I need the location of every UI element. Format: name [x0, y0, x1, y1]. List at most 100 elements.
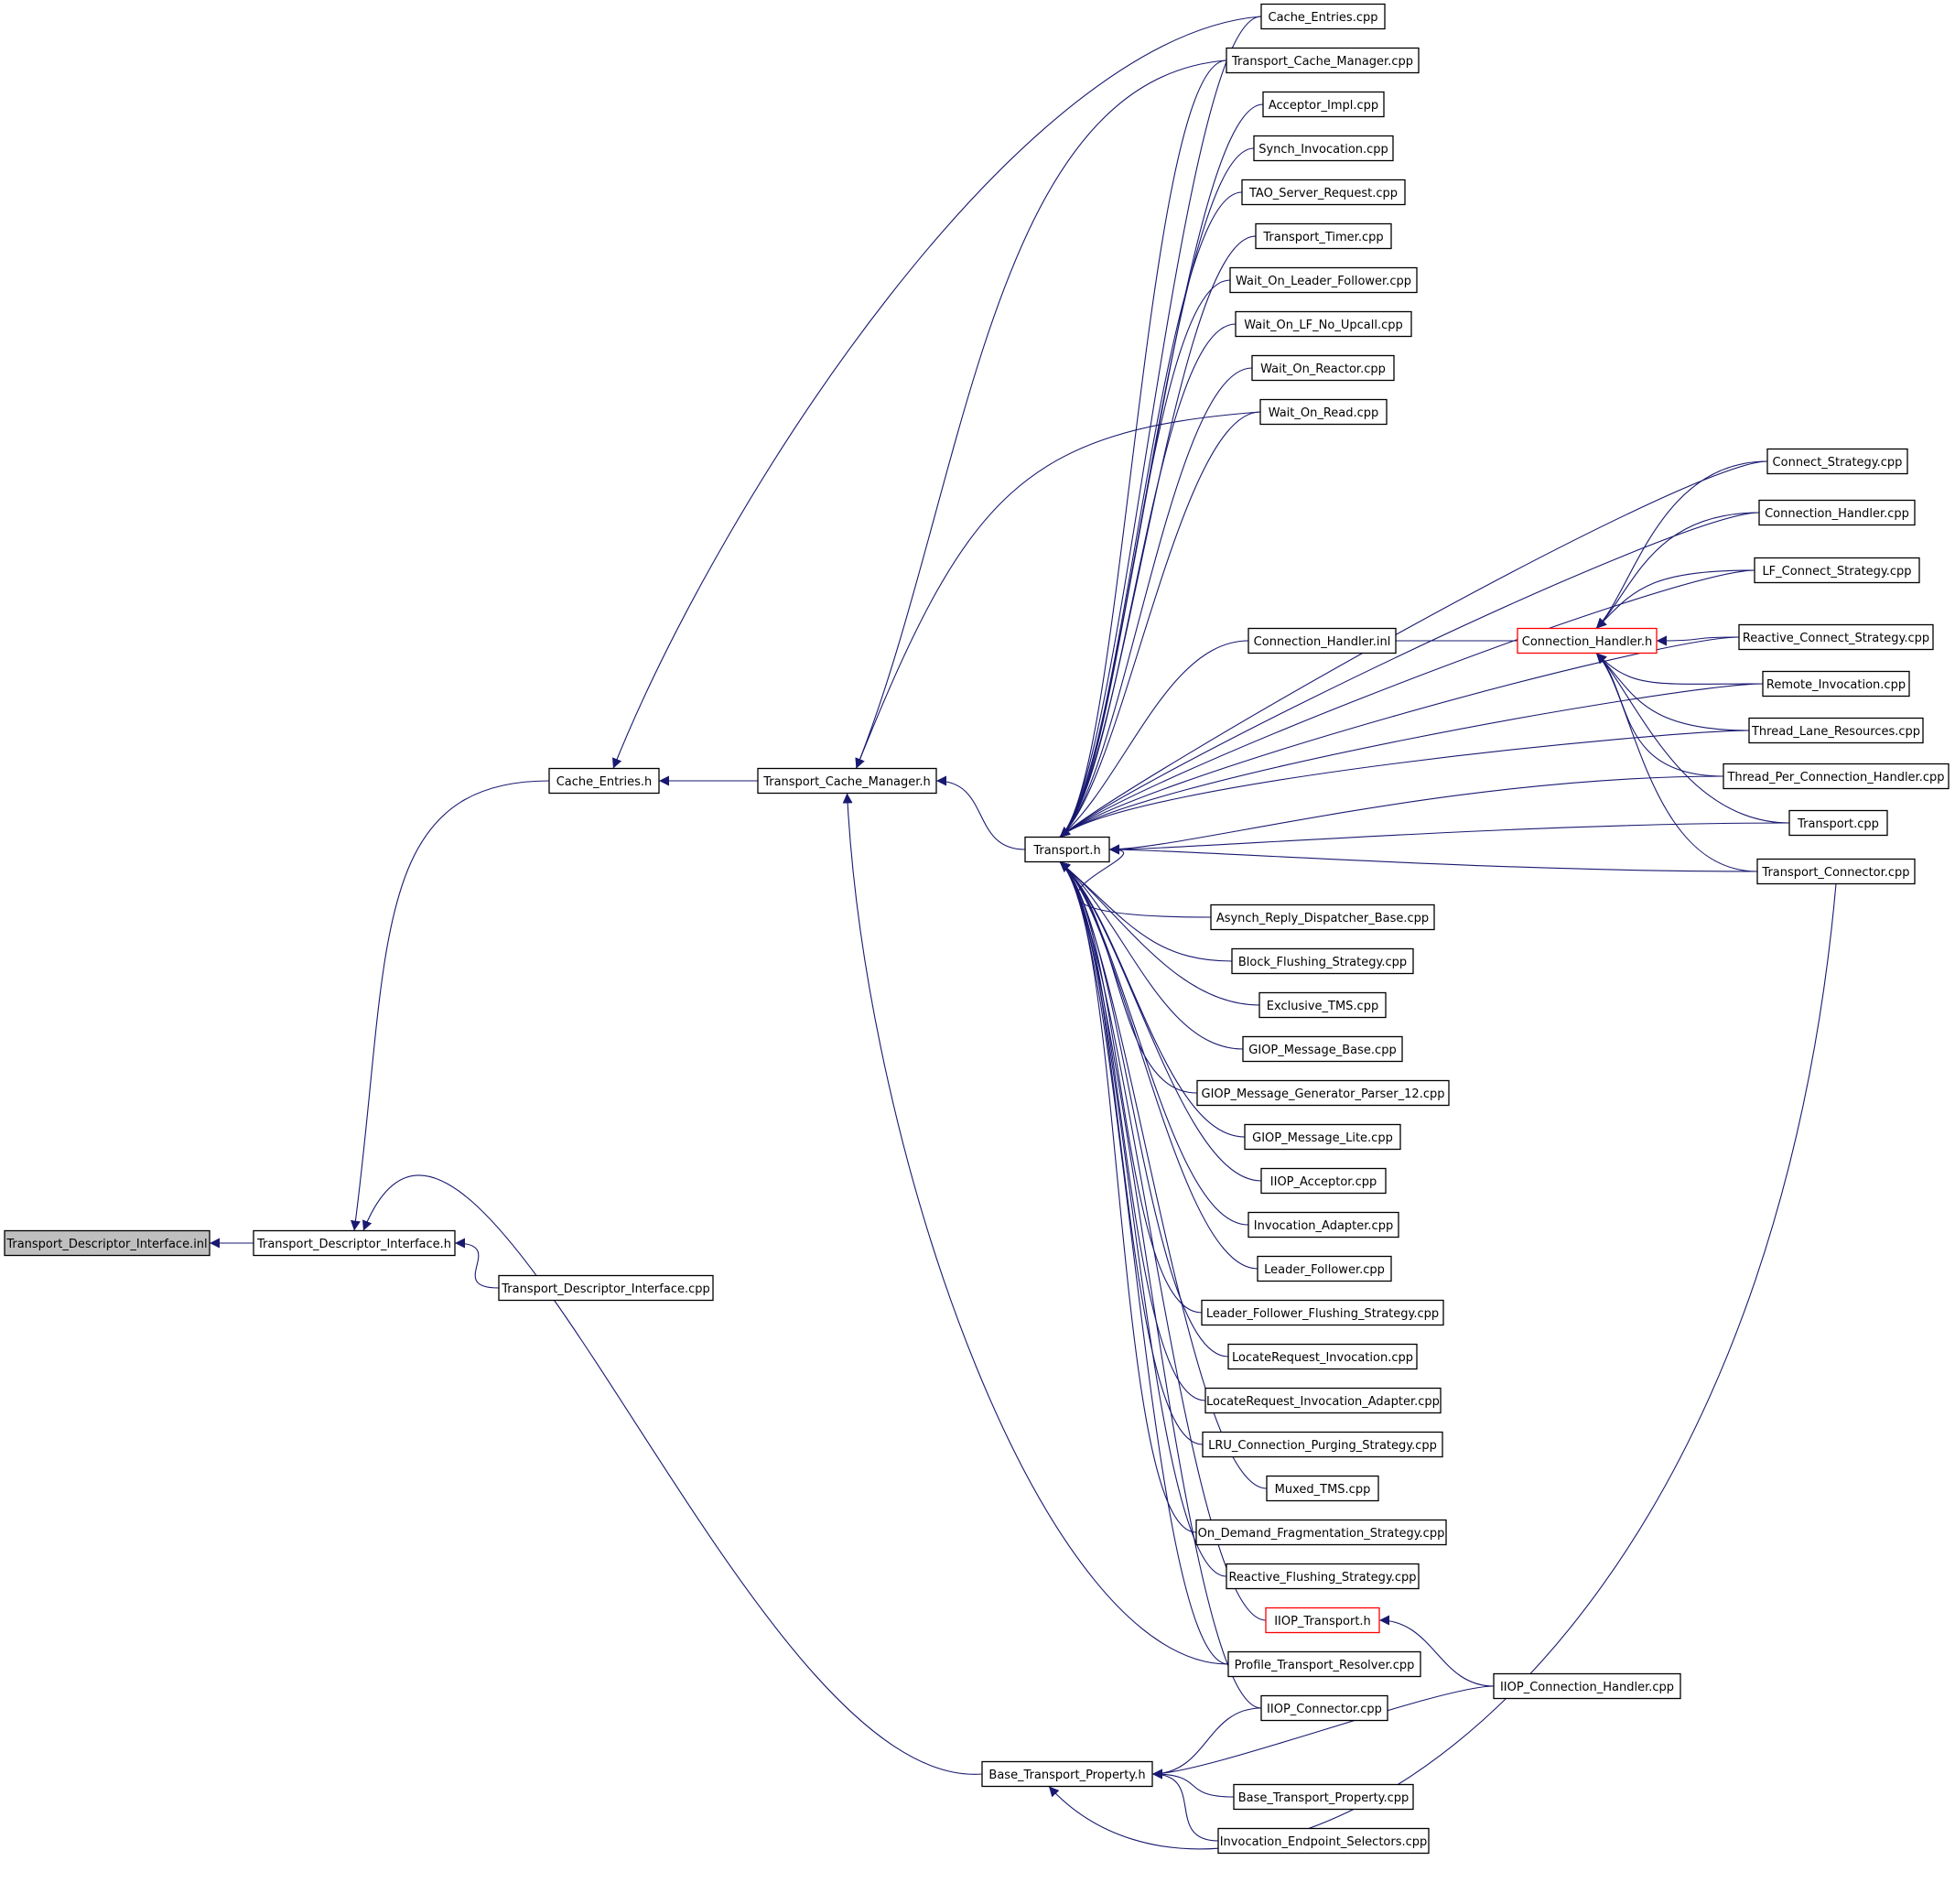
node-wait-lf[interactable]: Wait_On_Leader_Follower.cpp: [1229, 266, 1418, 294]
node-box: [1260, 1694, 1388, 1722]
edge-n_leader_follower-to-n_transport_h: [1059, 861, 1258, 1270]
edge-path: [1059, 512, 1760, 838]
node-label: Transport_Descriptor_Interface.cpp: [501, 1282, 710, 1296]
node-synch-inv[interactable]: Synch_Invocation.cpp: [1253, 135, 1394, 162]
node-box: [1255, 222, 1392, 250]
node-conn-handler-cpp[interactable]: Connection_Handler.cpp: [1758, 499, 1916, 526]
node-wait-reactor[interactable]: Wait_On_Reactor.cpp: [1251, 354, 1395, 382]
node-box: [1266, 1475, 1379, 1502]
edge-n_conn_handler_inl-to-n_transport_h: [1059, 640, 1249, 838]
node-label: LocateRequest_Invocation_Adapter.cpp: [1206, 1395, 1440, 1409]
node-acceptor-impl[interactable]: Acceptor_Impl.cpp: [1262, 91, 1385, 118]
node-connect-strategy[interactable]: Connect_Strategy.cpp: [1766, 448, 1908, 475]
node-tdi-cpp[interactable]: Transport_Descriptor_Interface.cpp: [498, 1274, 714, 1302]
edge-n_transport_cpp-to-n_conn_handler_h: [1595, 653, 1790, 824]
node-box: [1244, 1123, 1401, 1151]
node-label: Exclusive_TMS.cpp: [1267, 1000, 1378, 1013]
node-label: Wait_On_Read.cpp: [1269, 406, 1379, 420]
edge-n_tcm_cpp-to-n_transport_h: [1059, 60, 1227, 838]
node-transport-timer[interactable]: Transport_Timer.cpp: [1255, 222, 1392, 250]
edge-path: [1595, 569, 1755, 629]
node-tcm-cpp[interactable]: Transport_Cache_Manager.cpp: [1226, 47, 1420, 74]
node-label: Reactive_Flushing_Strategy.cpp: [1228, 1571, 1416, 1585]
node-label: Synch_Invocation.cpp: [1258, 143, 1388, 157]
node-box: [548, 767, 660, 795]
node-label: Reactive_Connect_Strategy.cpp: [1743, 632, 1929, 645]
edge-path: [1059, 861, 1262, 1182]
node-btp-h[interactable]: Base_Transport_Property.h: [981, 1760, 1153, 1788]
node-thread-lane[interactable]: Thread_Lane_Resources.cpp: [1748, 717, 1924, 744]
node-label: TAO_Server_Request.cpp: [1248, 187, 1398, 200]
node-tdi-h[interactable]: Transport_Descriptor_Interface.h: [253, 1229, 456, 1257]
edge-n_wait_lf_noup-to-n_transport_h: [1059, 323, 1237, 838]
node-reactive-flush[interactable]: Reactive_Flushing_Strategy.cpp: [1226, 1563, 1420, 1590]
node-label: Block_Flushing_Strategy.cpp: [1238, 956, 1407, 969]
edges: [210, 16, 1837, 1850]
edge-n_btp_cpp-to-n_btp_h: [1151, 1769, 1235, 1798]
node-label: Transport_Cache_Manager.cpp: [1231, 55, 1413, 69]
node-exclusive-tms[interactable]: Exclusive_TMS.cpp: [1258, 991, 1387, 1019]
node-lf-flushing[interactable]: Leader_Follower_Flushing_Strategy.cpp: [1201, 1299, 1444, 1326]
node-locate-inv-adapter[interactable]: LocateRequest_Invocation_Adapter.cpp: [1204, 1387, 1442, 1414]
edge-path: [1059, 640, 1249, 838]
node-iiop-conn-handler[interactable]: IIOP_Connection_Handler.cpp: [1493, 1672, 1681, 1700]
node-btp-cpp[interactable]: Base_Transport_Property.cpp: [1233, 1783, 1414, 1811]
node-muxed-tms[interactable]: Muxed_TMS.cpp: [1266, 1475, 1379, 1502]
node-label: Base_Transport_Property.h: [988, 1769, 1145, 1782]
node-thread-per-conn[interactable]: Thread_Per_Connection_Handler.cpp: [1723, 763, 1950, 790]
node-box: [498, 1274, 714, 1302]
node-remote-inv[interactable]: Remote_Invocation.cpp: [1762, 670, 1910, 698]
node-on-demand-frag[interactable]: On_Demand_Fragmentation_Strategy.cpp: [1195, 1519, 1447, 1546]
edge-n_thread_lane-to-n_conn_handler_h: [1595, 653, 1750, 731]
node-wait-read[interactable]: Wait_On_Read.cpp: [1259, 398, 1388, 426]
edge-n_cache_entries_cpp-to-n_cache_entries_h: [611, 16, 1262, 769]
node-reactive-connect[interactable]: Reactive_Connect_Strategy.cpp: [1738, 623, 1934, 651]
node-transport-cpp[interactable]: Transport.cpp: [1788, 809, 1888, 837]
node-box: [1788, 809, 1888, 837]
node-box: [1231, 947, 1414, 975]
node-cache-entries-cpp[interactable]: Cache_Entries.cpp: [1260, 3, 1386, 30]
node-inv-adapter[interactable]: Invocation_Adapter.cpp: [1248, 1211, 1399, 1239]
node-iiop-acceptor[interactable]: IIOP_Acceptor.cpp: [1260, 1167, 1387, 1195]
edge-n_thread_lane-to-n_transport_h: [1059, 730, 1750, 838]
node-tcm-h[interactable]: Transport_Cache_Manager.h: [757, 767, 937, 795]
node-giop-lite[interactable]: GIOP_Message_Lite.cpp: [1244, 1123, 1401, 1151]
node-leader-follower[interactable]: Leader_Follower.cpp: [1257, 1255, 1392, 1282]
edge-n_transport_connector-to-n_transport_h: [1108, 844, 1758, 872]
node-iiop-transport-h[interactable]: IIOP_Transport.h: [1265, 1606, 1380, 1634]
node-cache-entries-h[interactable]: Cache_Entries.h: [548, 767, 660, 795]
node-transport-h[interactable]: Transport.h: [1024, 836, 1110, 863]
edge-n_wait_reactor-to-n_transport_h: [1059, 367, 1253, 838]
node-lf-connect[interactable]: LF_Connect_Strategy.cpp: [1754, 557, 1920, 584]
edge-n_transport_timer-to-n_transport_h: [1059, 235, 1257, 838]
node-box: [1210, 903, 1435, 931]
node-box: [1253, 135, 1394, 162]
node-inv-endpoint-sel[interactable]: Invocation_Endpoint_Selectors.cpp: [1217, 1827, 1430, 1855]
edge-n_iiop_connector-to-n_btp_h: [1151, 1707, 1262, 1780]
edge-n_inv_endpoint_sel-to-n_btp_h: [1151, 1769, 1219, 1842]
edge-n_transport_cpp-to-n_transport_h: [1108, 822, 1790, 855]
node-conn-handler-inl[interactable]: Connection_Handler.inl: [1248, 627, 1397, 654]
edge-n_transport_connector-to-n_conn_handler_h: [1595, 653, 1758, 872]
node-label: Leader_Follower_Flushing_Strategy.cpp: [1206, 1307, 1439, 1321]
node-giop-msg-base[interactable]: GIOP_Message_Base.cpp: [1242, 1035, 1403, 1063]
node-tdi-inl[interactable]: Transport_Descriptor_Interface.inl: [4, 1229, 211, 1257]
node-box: [1756, 858, 1916, 885]
node-tao-server-req[interactable]: TAO_Server_Request.cpp: [1241, 178, 1406, 206]
node-wait-lf-noup[interactable]: Wait_On_LF_No_Upcall.cpp: [1235, 310, 1412, 338]
node-giop-gen-parser[interactable]: GIOP_Message_Generator_Parser_12.cpp: [1196, 1079, 1450, 1107]
node-box: [1265, 1606, 1380, 1634]
node-label: Base_Transport_Property.cpp: [1238, 1791, 1410, 1805]
node-conn-handler-h[interactable]: Connection_Handler.h: [1517, 627, 1658, 654]
node-transport-connector[interactable]: Transport_Connector.cpp: [1756, 858, 1916, 885]
node-profile-resolver[interactable]: Profile_Transport_Resolver.cpp: [1227, 1650, 1421, 1678]
node-box: [1748, 717, 1924, 744]
node-asynch-reply[interactable]: Asynch_Reply_Dispatcher_Base.cpp: [1210, 903, 1435, 931]
node-locate-inv[interactable]: LocateRequest_Invocation.cpp: [1227, 1343, 1418, 1370]
node-block-flush[interactable]: Block_Flushing_Strategy.cpp: [1231, 947, 1414, 975]
node-iiop-connector[interactable]: IIOP_Connector.cpp: [1260, 1694, 1388, 1722]
node-label: Invocation_Endpoint_Selectors.cpp: [1220, 1835, 1428, 1849]
node-lru-purging[interactable]: LRU_Connection_Purging_Strategy.cpp: [1202, 1431, 1443, 1458]
edge-n_iiop_conn_handler-to-n_btp_h: [1151, 1685, 1495, 1780]
